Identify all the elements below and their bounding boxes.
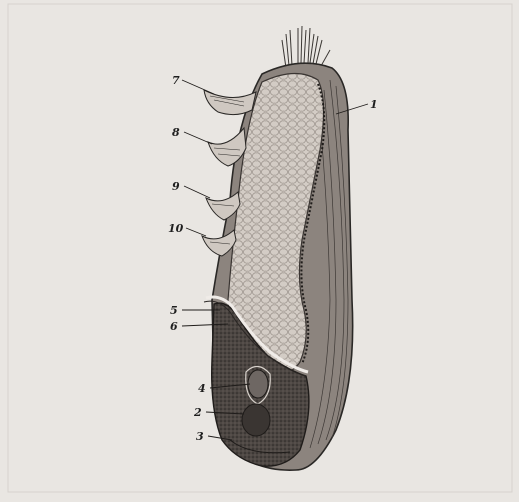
label-7: 7 (172, 74, 180, 87)
label-10: 10 (168, 222, 184, 235)
label-5: 5 (170, 304, 178, 317)
label-8: 8 (172, 126, 180, 139)
label-6: 6 (170, 320, 178, 333)
label-3: 3 (196, 430, 204, 443)
label-4: 4 (198, 382, 206, 395)
label-9: 9 (172, 180, 180, 193)
label-2: 2 (193, 406, 202, 419)
radicle (242, 404, 270, 436)
plumule (248, 370, 268, 398)
label-1: 1 (370, 98, 378, 111)
